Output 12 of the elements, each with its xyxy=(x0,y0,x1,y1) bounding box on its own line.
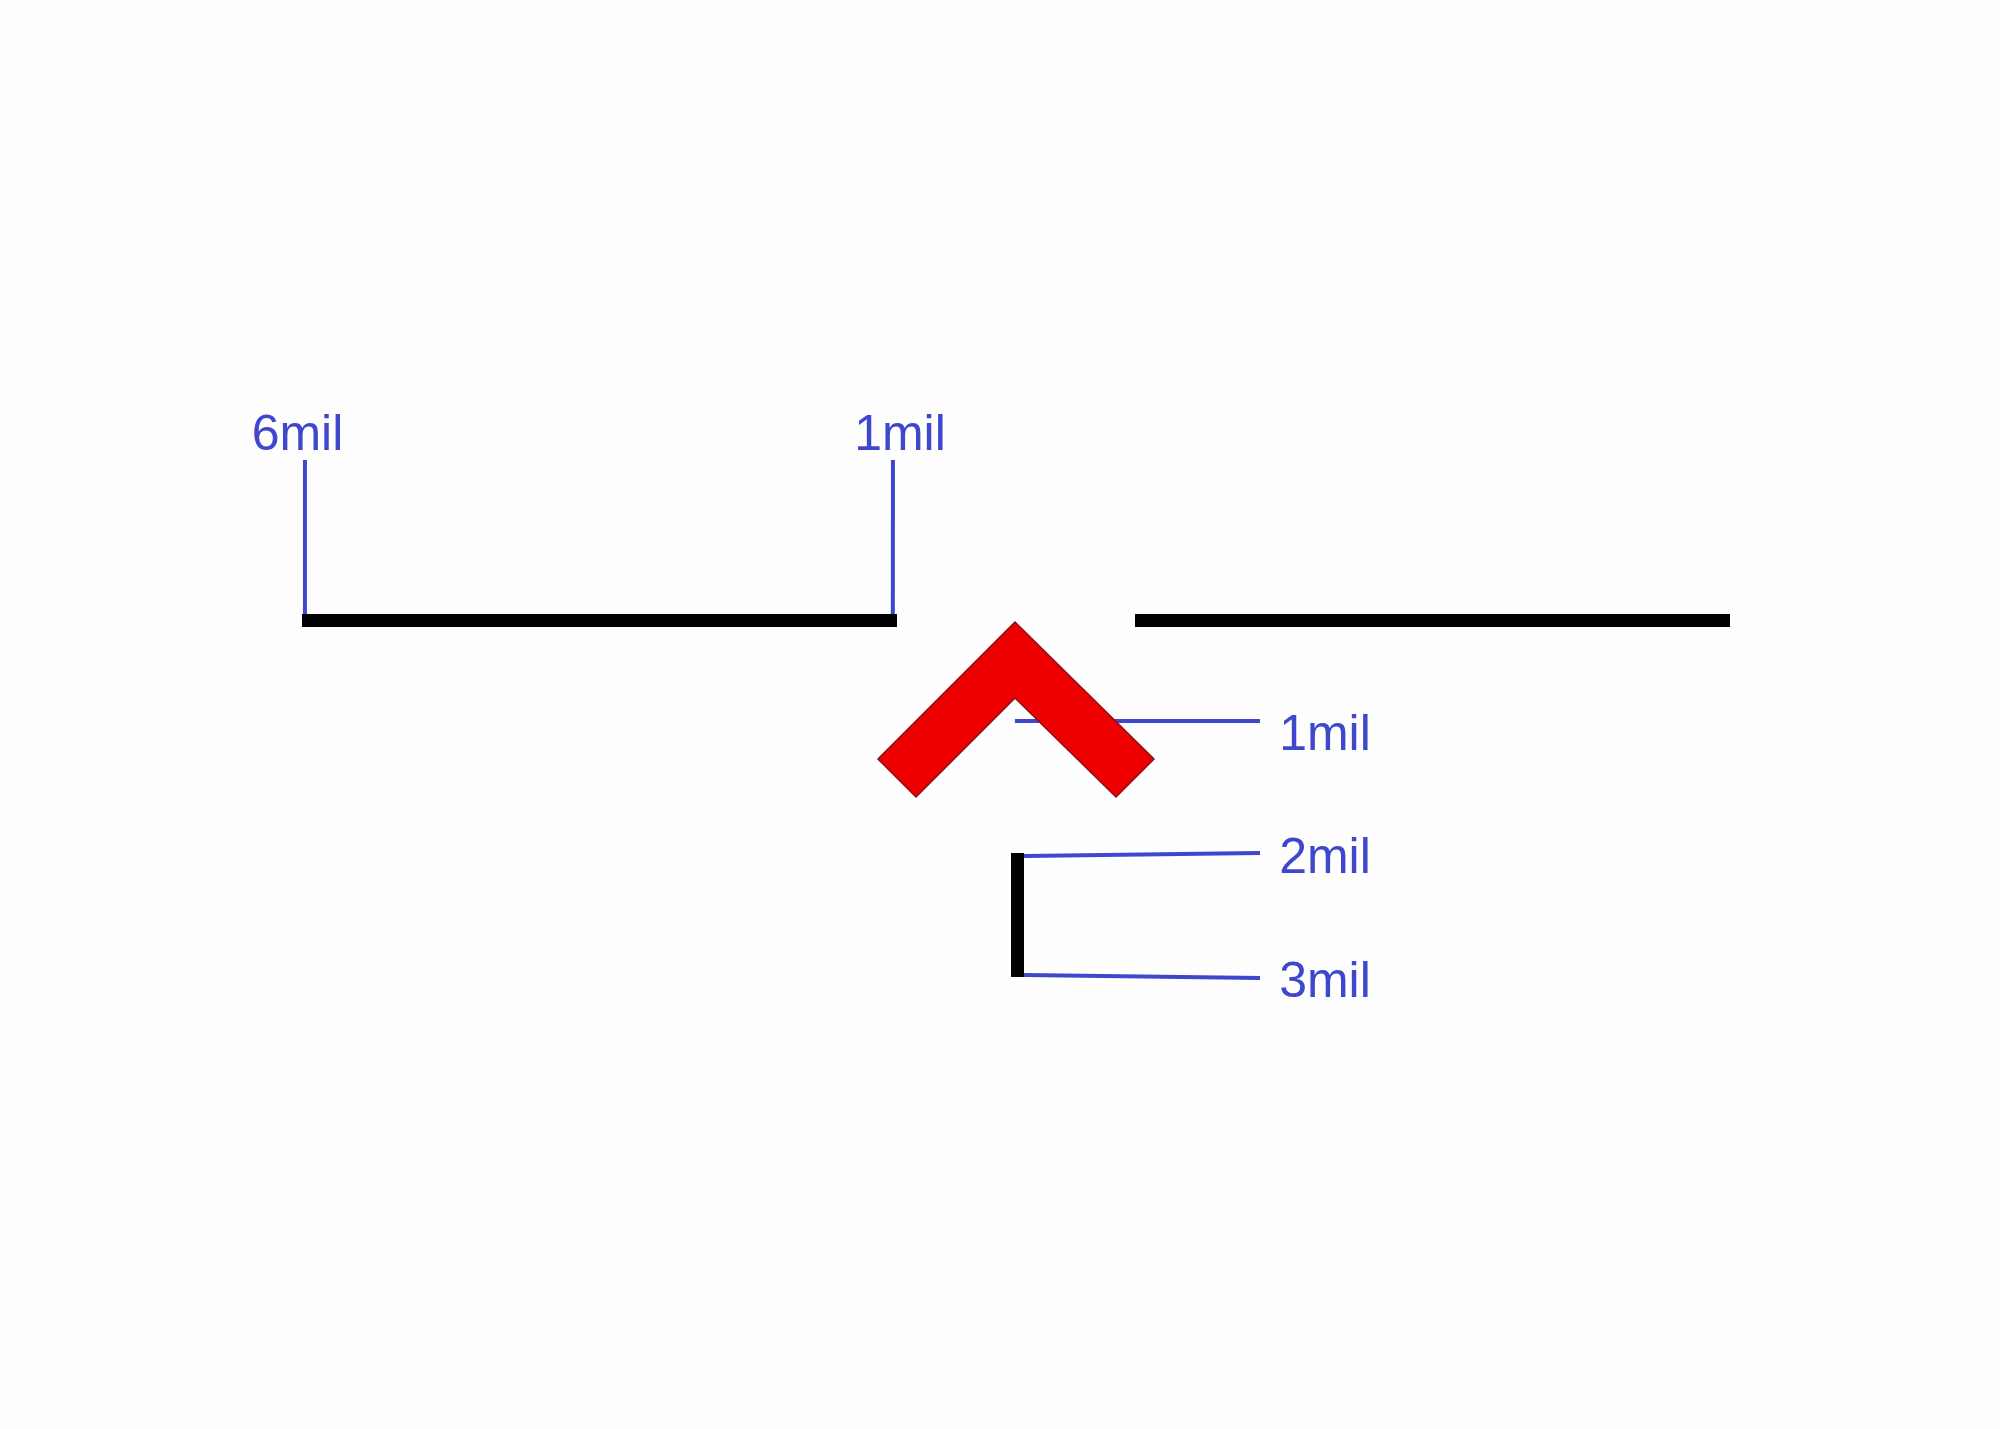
leader-line xyxy=(1023,973,1261,980)
trace-segment xyxy=(302,614,897,627)
dimension-label: 2mil xyxy=(1279,830,1371,881)
leader-line xyxy=(302,460,307,614)
trace-segment xyxy=(1011,853,1024,977)
dimension-label: 1mil xyxy=(1279,707,1371,758)
leader-line xyxy=(1023,851,1261,858)
dimension-label: 6mil xyxy=(251,407,344,458)
dimension-label: 1mil xyxy=(854,407,946,458)
dimension-label: 3mil xyxy=(1279,954,1371,1005)
leader-line xyxy=(890,460,895,614)
trace-segment xyxy=(1135,614,1730,627)
